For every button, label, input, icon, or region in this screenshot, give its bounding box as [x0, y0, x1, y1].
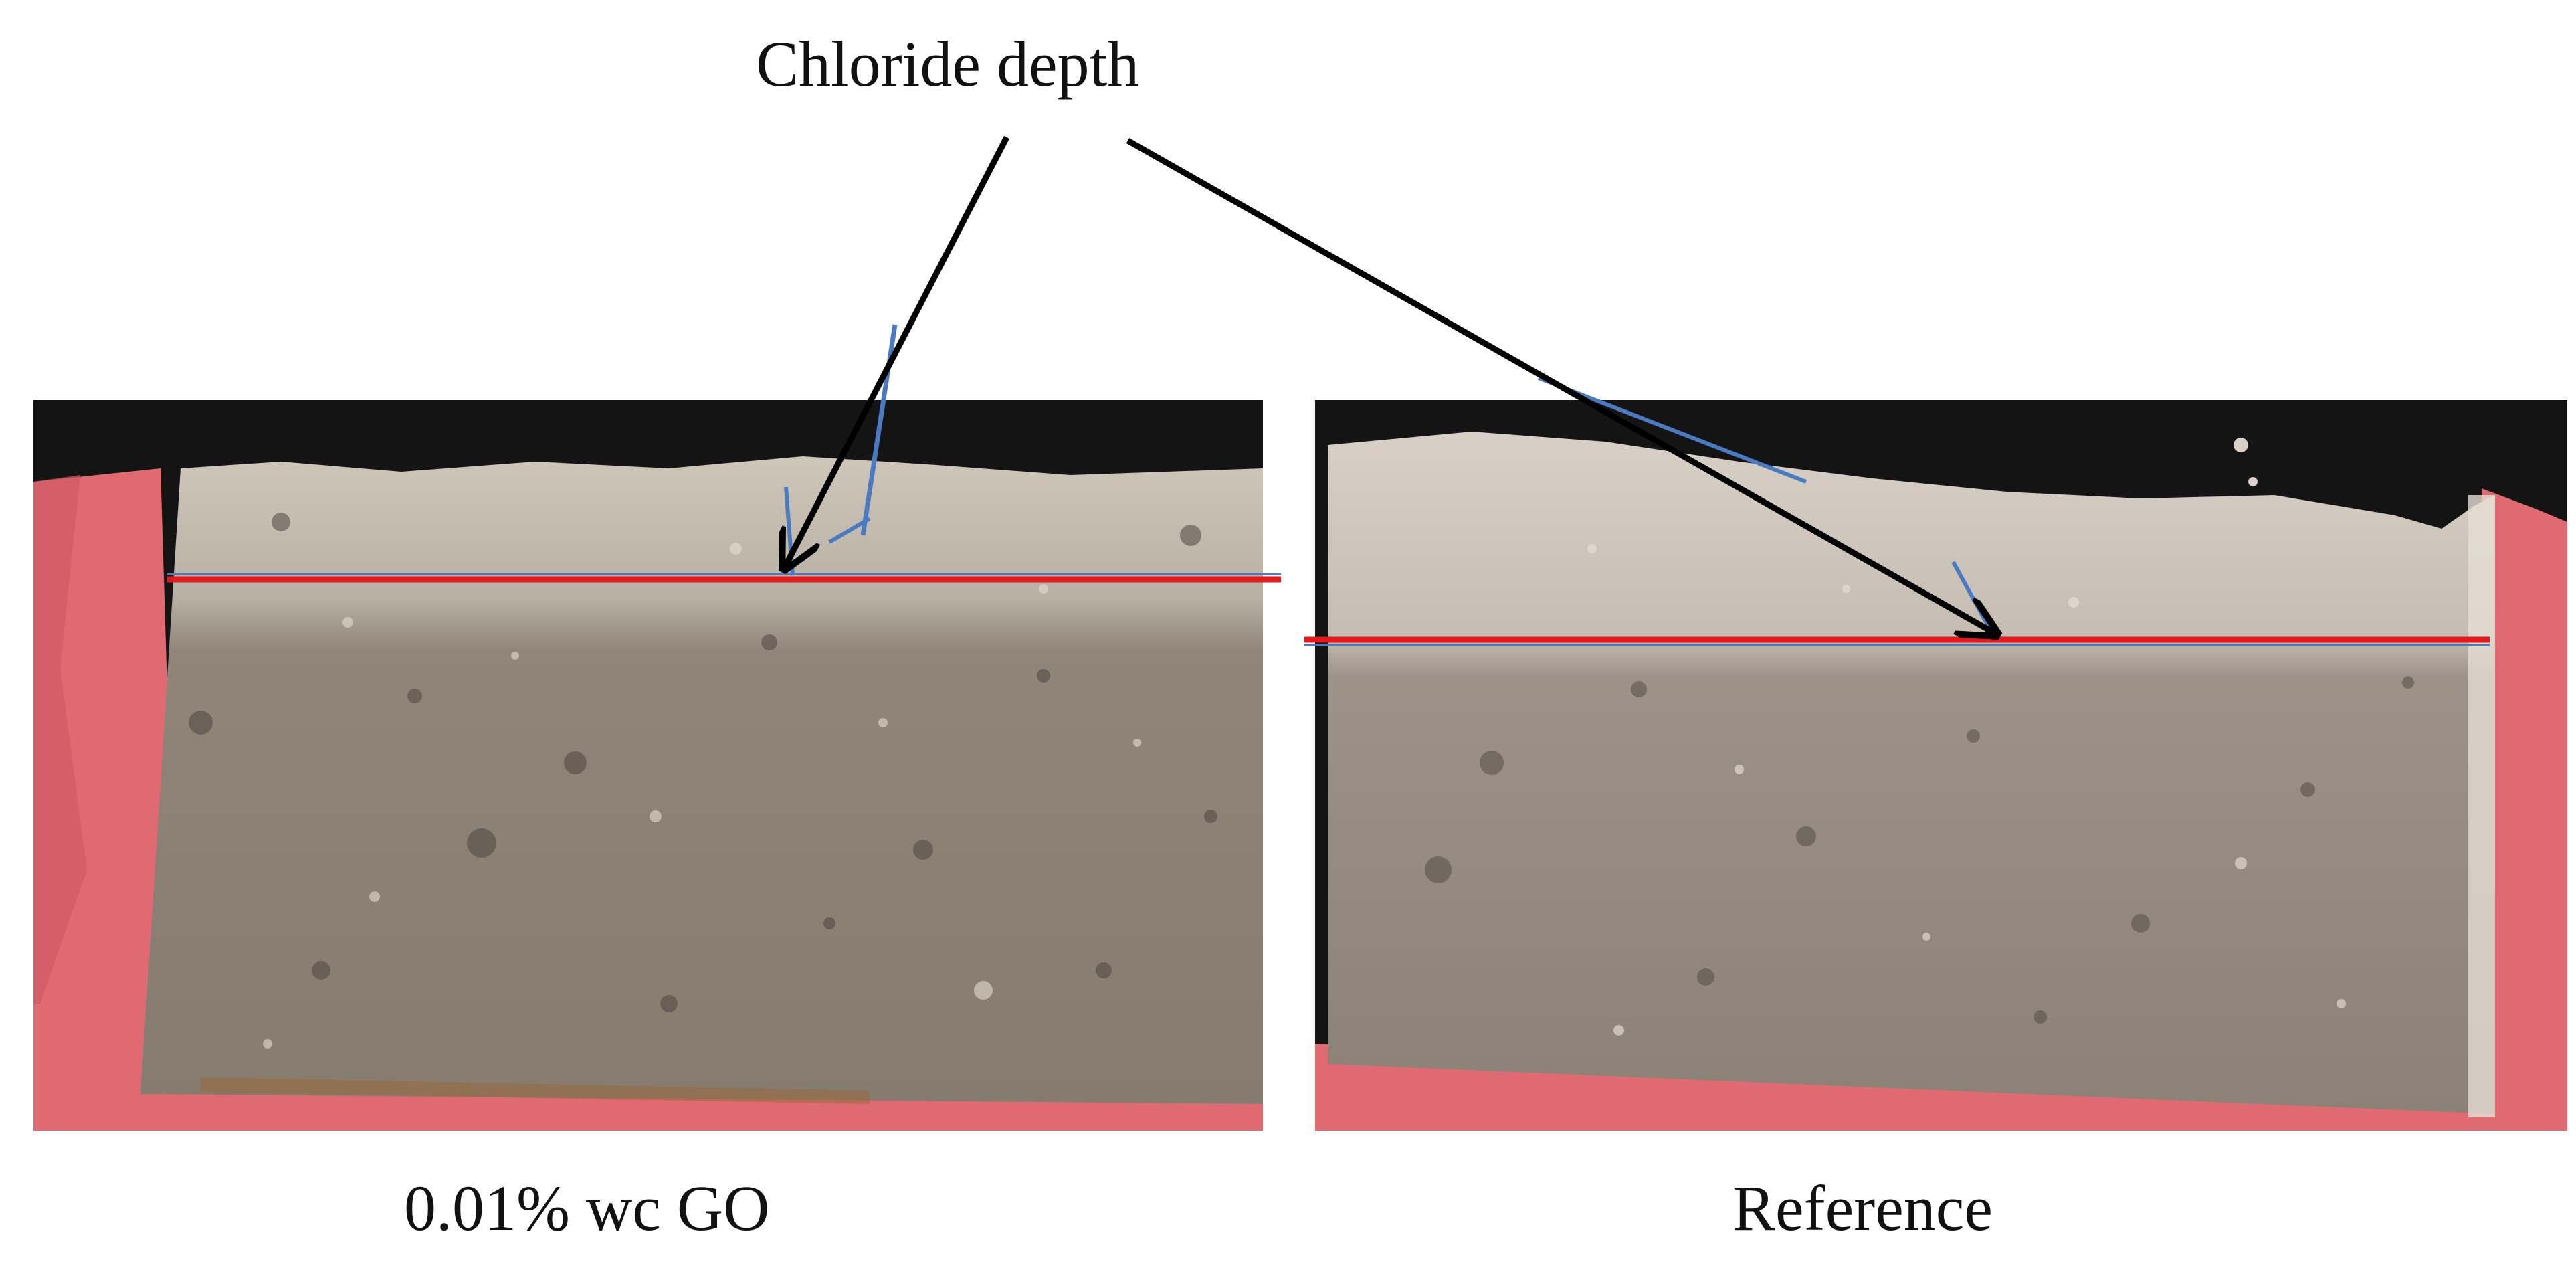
chloride-depth-label: Chloride depth — [756, 28, 1140, 100]
right-concrete-body — [1328, 432, 2495, 1114]
arrow-to-right-depth — [1126, 138, 1997, 634]
arrow-to-left-depth — [784, 135, 1009, 569]
right-panel-caption: Reference — [1732, 1172, 1993, 1244]
left-concrete-body — [140, 456, 1263, 1104]
left-sample-photo — [33, 324, 1281, 1131]
left-panel-caption: 0.01% wc GO — [404, 1172, 770, 1244]
right-pink-edge — [2482, 488, 2567, 1131]
left-texture — [189, 513, 1217, 1012]
right-sample-photo — [1304, 376, 2567, 1131]
right-blue-guide — [1537, 376, 1807, 484]
right-texture — [1425, 676, 2414, 1024]
left-pink-edge — [33, 468, 181, 1131]
